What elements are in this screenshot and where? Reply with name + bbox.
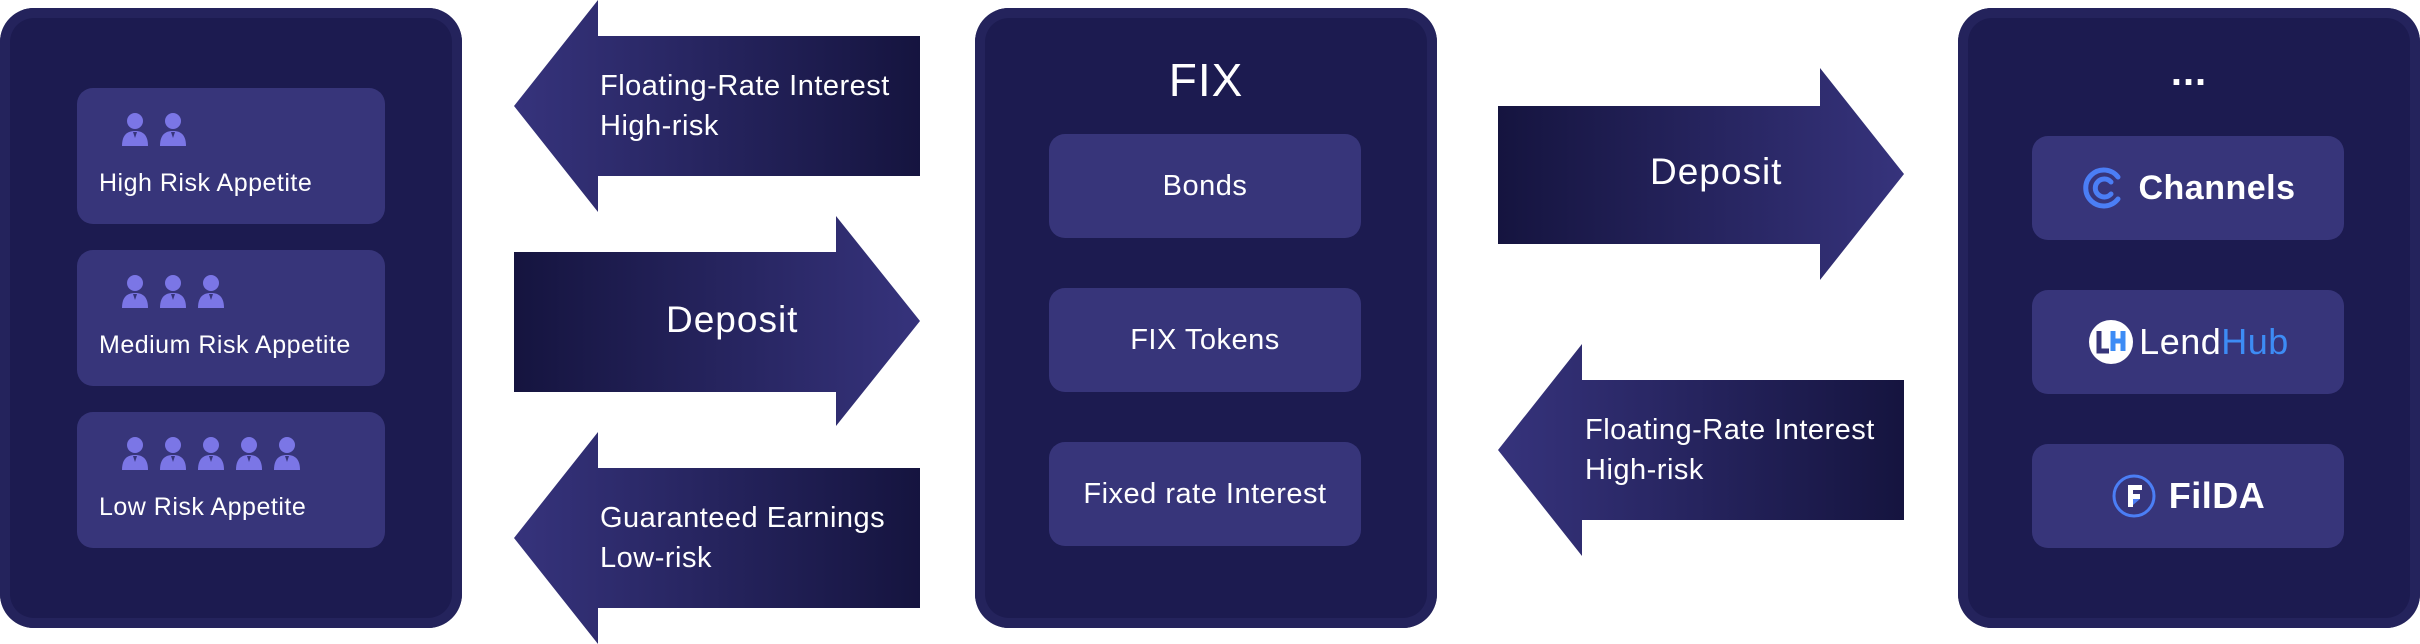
bonds-card[interactable]: Bonds	[1049, 134, 1361, 238]
channels-card[interactable]: Channels	[2032, 136, 2344, 240]
person-icon	[160, 437, 186, 470]
protocols-panel: ... Channels LendHub FilDA	[1958, 8, 2420, 628]
arrow-left-guaranteed-label: Guaranteed Earnings Low-risk	[600, 498, 885, 578]
more-ellipsis: ...	[2170, 50, 2208, 94]
risk-appetite-panel: High Risk Appetite Medium Risk Appetite …	[0, 8, 462, 628]
deposit-label-2: Deposit	[1650, 151, 1783, 192]
filda-card[interactable]: FilDA	[2032, 444, 2344, 548]
person-icon	[198, 275, 224, 308]
floating-rate-text: Floating-Rate Interest	[1585, 414, 1875, 446]
risk-label-medium: Medium Risk Appetite	[99, 331, 351, 359]
fix-tokens-card[interactable]: FIX Tokens	[1049, 288, 1361, 392]
filda-logo-text: FilDA	[2168, 475, 2266, 516]
channels-logo-text: Channels	[2138, 168, 2296, 207]
risk-level-text: Low-risk	[600, 542, 712, 574]
fixed-rate-interest-card[interactable]: Fixed rate Interest	[1049, 442, 1361, 546]
risk-level-text: High-risk	[1585, 454, 1704, 486]
people-icon-group	[121, 274, 225, 308]
floating-rate-text: Floating-Rate Interest	[600, 70, 890, 102]
guaranteed-earnings-text: Guaranteed Earnings	[600, 502, 886, 534]
arrow-right-deposit-2	[1498, 68, 1904, 280]
person-icon	[122, 437, 148, 470]
risk-card-medium[interactable]: Medium Risk Appetite	[77, 250, 385, 386]
fix-panel: FIX Bonds FIX Tokens Fixed rate Interest	[975, 8, 1437, 628]
person-icon	[122, 113, 148, 146]
person-icon	[160, 113, 186, 146]
person-icon	[236, 437, 262, 470]
person-icon	[274, 437, 300, 470]
lendhub-logo-icon	[2089, 320, 2134, 364]
person-icon	[198, 437, 224, 470]
people-icon-group	[121, 112, 187, 146]
lendhub-hub: Hub	[2221, 321, 2289, 362]
lendhub-logo-text: LendHub	[2139, 321, 2289, 363]
arrow-right-deposit	[514, 216, 920, 426]
risk-card-low[interactable]: Low Risk Appetite	[77, 412, 385, 548]
risk-label-high: High Risk Appetite	[99, 169, 313, 197]
lendhub-lend: Lend	[2139, 321, 2222, 362]
person-icon	[122, 275, 148, 308]
arrow-left-floating-rate-2-label: Floating-Rate Interest High-risk	[1585, 410, 1875, 490]
person-icon	[160, 275, 186, 308]
lendhub-card[interactable]: LendHub	[2032, 290, 2344, 394]
deposit-label: Deposit	[666, 299, 799, 340]
filda-logo-icon	[2112, 474, 2156, 518]
arrow-left-guaranteed	[514, 432, 920, 644]
arrow-left-floating-rate	[514, 0, 920, 212]
risk-card-high[interactable]: High Risk Appetite	[77, 88, 385, 224]
fix-title: FIX	[1168, 54, 1244, 106]
people-icon-group	[121, 436, 301, 470]
channels-logo-icon	[2083, 167, 2121, 209]
arrow-left-floating-rate-2	[1498, 344, 1904, 556]
arrow-left-floating-rate-label: Floating-Rate Interest High-risk	[600, 66, 890, 146]
risk-level-text: High-risk	[600, 110, 719, 142]
risk-label-low: Low Risk Appetite	[99, 493, 307, 521]
